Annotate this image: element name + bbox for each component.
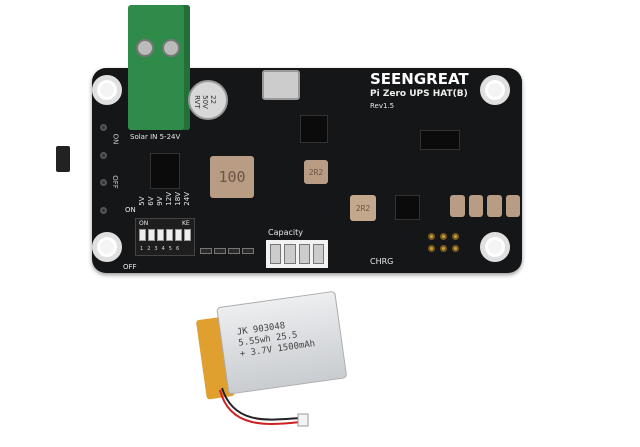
cap-text: 22 xyxy=(208,95,217,105)
led xyxy=(270,244,282,264)
mounting-hole xyxy=(480,75,510,105)
inductor-100: 100 xyxy=(210,156,254,198)
voltage-label: 12V xyxy=(165,192,173,206)
ic-chip xyxy=(150,153,180,189)
smd-row xyxy=(200,248,258,260)
led xyxy=(312,244,324,264)
solar-label: Solar IN 5-24V xyxy=(130,133,181,141)
dip-number: 1 xyxy=(140,246,144,252)
ic-chip xyxy=(395,195,420,220)
brand-logo: SEENGREAT xyxy=(370,70,469,88)
revision-label: Rev1.5 xyxy=(370,102,395,110)
switch-on-label: ON xyxy=(111,133,120,145)
dip-number: 4 xyxy=(161,246,165,252)
ic-chip xyxy=(420,130,460,150)
inductor-2r2: 2R2 xyxy=(350,195,376,221)
battery-wires xyxy=(219,387,309,427)
dip-toggle[interactable] xyxy=(157,229,164,241)
solar-terminal-block[interactable] xyxy=(128,5,190,130)
ic-chip xyxy=(300,115,328,143)
inductor-2r2: 2R2 xyxy=(304,160,328,184)
dip-toggle[interactable] xyxy=(166,229,173,241)
switch-off-label: OFF xyxy=(110,175,119,189)
dip-toggle[interactable] xyxy=(184,229,191,241)
led xyxy=(298,244,310,264)
voltage-label: 18V xyxy=(174,192,182,206)
cap-text: 50V xyxy=(200,95,209,109)
screw-icon xyxy=(162,39,180,57)
mounting-hole xyxy=(92,75,122,105)
capacity-label: Capacity xyxy=(268,228,303,237)
dip-toggle[interactable] xyxy=(148,229,155,241)
dip-number: 3 xyxy=(154,246,158,252)
jst-connector[interactable] xyxy=(297,413,309,427)
dip-left-on: ON xyxy=(125,206,136,214)
model-label: Pi Zero UPS HAT(B) xyxy=(370,89,468,99)
led xyxy=(284,244,296,264)
usb-c-port[interactable] xyxy=(262,70,300,100)
dip-ke-label: KE xyxy=(182,220,190,227)
voltage-label: 24V xyxy=(183,192,191,206)
dip-number: 5 xyxy=(168,246,172,252)
header-pins xyxy=(100,124,110,214)
pogo-pins xyxy=(428,233,459,252)
chrg-label: CHRG xyxy=(370,257,394,266)
dip-number: 6 xyxy=(175,246,180,252)
dip-toggle[interactable] xyxy=(175,229,182,241)
voltage-label: 6V xyxy=(147,196,155,206)
screw-icon xyxy=(136,39,154,57)
dip-on-label: ON xyxy=(139,220,149,227)
resistors xyxy=(450,195,520,217)
voltage-label: 9V xyxy=(156,196,164,206)
dip-toggle[interactable] xyxy=(139,229,146,241)
mounting-hole xyxy=(480,232,510,262)
voltage-label: 5V xyxy=(138,196,146,206)
cap-text: RVT xyxy=(192,95,201,109)
dip-left-off: OFF xyxy=(123,263,137,271)
power-switch[interactable] xyxy=(56,146,70,172)
dip-number: 2 xyxy=(147,246,151,252)
mounting-hole xyxy=(92,232,122,262)
capacity-leds xyxy=(266,240,328,268)
